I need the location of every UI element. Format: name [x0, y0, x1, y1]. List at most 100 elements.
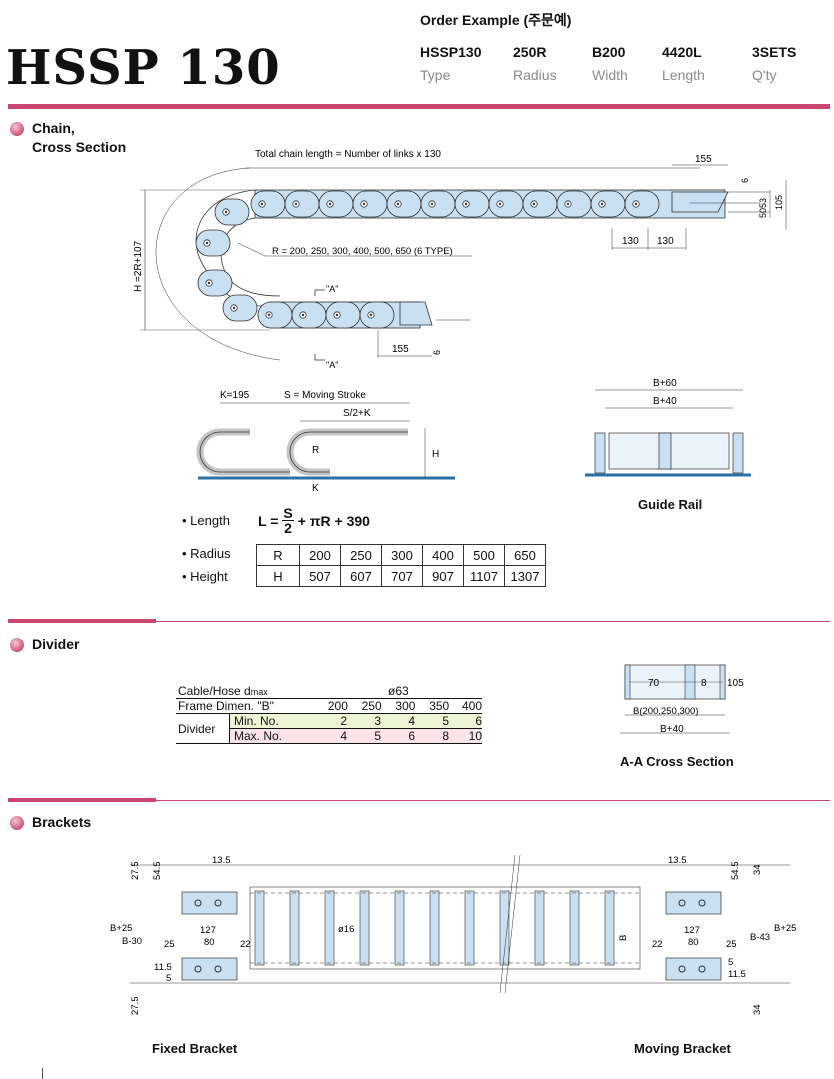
aa-d70: 70	[648, 678, 660, 689]
table-cell: R	[256, 544, 300, 566]
bk-275-top: 27.5	[130, 862, 141, 881]
min-label: Min. No.	[234, 714, 279, 728]
table-cell: 300	[381, 544, 423, 566]
order-type-label: Type	[420, 67, 451, 83]
bk-b: B	[618, 935, 629, 941]
section-a-top: "A"	[326, 284, 338, 294]
section-bullet-icon	[10, 638, 24, 652]
aa-d8: 8	[701, 678, 707, 689]
brackets-section-title: Brackets	[32, 814, 92, 830]
chain-side-view-drawing: Total chain length = Number of links x 1…	[0, 140, 834, 375]
order-radius-value: 250R	[513, 44, 547, 60]
dim-5053: 5053	[758, 198, 768, 218]
aa-b40: B+40	[660, 724, 684, 735]
table-cell: 200	[299, 544, 341, 566]
chain-section-title: Chain, Cross Section	[32, 119, 126, 157]
table-cell: H	[256, 565, 300, 587]
formula-rest: + πR + 390	[297, 512, 370, 529]
radius-row: R 200 250 300 400 500 650	[256, 544, 546, 566]
bk-b25: B+25	[110, 923, 132, 934]
radius-label: • Radius	[182, 546, 231, 561]
bk-r-115: 11.5	[728, 969, 746, 980]
bk-b30: B-30	[122, 936, 142, 947]
radius-height-table: R 200 250 300 400 500 650 H 507 607 707 …	[256, 544, 546, 587]
divider-rule	[8, 621, 830, 622]
dim-6-top: 6	[740, 178, 750, 183]
max-cell: 8	[442, 729, 449, 743]
section-a-bot: "A"	[326, 360, 338, 370]
aa-d105: 105	[727, 678, 744, 689]
formula-num: S	[282, 505, 294, 521]
length-label: • Length	[182, 513, 230, 528]
bk-135: 13.5	[212, 855, 231, 866]
table-cell: 400	[422, 544, 464, 566]
max-label: Max. No.	[234, 729, 283, 743]
k-label: K	[312, 483, 319, 494]
section-bullet-icon	[10, 122, 24, 136]
moving-stroke-drawing: K=195 S = Moving Stroke S/2+K R H K	[180, 385, 460, 500]
bk-r-25: 25	[726, 939, 737, 950]
bk-r-127: 127	[684, 925, 700, 936]
cable-row: Cable/Hose dmax ø63	[176, 684, 482, 699]
height-row: H 507 607 707 907 1107 1307	[256, 565, 546, 587]
bk-phi16: ø16	[338, 924, 354, 935]
h-label: H	[432, 449, 439, 460]
table-cell: 707	[381, 565, 423, 587]
divider-table: Cable/Hose dmax ø63 Frame Dimen. "B" 200…	[176, 684, 482, 744]
formula-lhs: L =	[258, 512, 279, 529]
table-cell: 907	[422, 565, 464, 587]
radius-note-label: R = 200, 250, 300, 400, 500, 650 (6 TYPE…	[272, 246, 453, 257]
h-dimension-label: H =2R+107	[133, 240, 144, 292]
max-cell: 6	[408, 729, 415, 743]
brackets-rule	[8, 800, 830, 801]
order-qty-label: Q'ty	[752, 67, 777, 83]
frame-label: Frame Dimen. "B"	[178, 699, 274, 713]
divider-section-title: Divider	[32, 636, 80, 652]
table-cell: 250	[340, 544, 382, 566]
total-length-label: Total chain length = Number of links x 1…	[255, 149, 441, 160]
product-title: HSSP 130	[6, 40, 281, 96]
aa-b-range: B(200,250,300)	[633, 706, 699, 717]
max-row: Max. No. 4 5 6 8 10	[230, 729, 482, 743]
section-bullet-icon	[10, 816, 24, 830]
max-cell: 5	[374, 729, 381, 743]
length-formula: L = S 2 + πR + 390	[258, 506, 370, 535]
frame-cell: 350	[429, 699, 450, 713]
cable-value: ø63	[388, 684, 409, 698]
bk-80: 80	[204, 937, 215, 948]
guide-rail-caption: Guide Rail	[638, 497, 703, 512]
bk-22: 22	[240, 939, 251, 950]
order-width-value: B200	[592, 44, 626, 60]
cable-label: Cable/Hose d	[178, 684, 251, 698]
order-type-value: HSSP130	[420, 44, 482, 60]
max-cell: 10	[468, 729, 482, 743]
max-cell: 4	[340, 729, 347, 743]
order-qty-value: 3SETS	[752, 44, 797, 60]
bk-r-22: 22	[652, 939, 663, 950]
brackets-drawing: 27.5 54.5 13.5 B+25 B-30 127 80 25 22 11…	[100, 825, 800, 1030]
bk-r-34-top: 34	[752, 864, 763, 875]
half-stroke-label: S/2+K	[343, 408, 371, 419]
bk-r-b43: B-43	[750, 932, 770, 943]
pitch-130-a: 130	[622, 236, 639, 247]
divider-label: Divider	[176, 714, 230, 743]
chain-title-line2: Cross Section	[32, 139, 127, 155]
table-cell: 607	[340, 565, 382, 587]
order-example-title: Order Example (주문예)	[420, 12, 572, 28]
bk-275-bot: 27.5	[130, 997, 141, 1016]
table-cell: 1307	[504, 565, 546, 587]
bk-r-b25: B+25	[774, 923, 796, 934]
table-cell: 1107	[463, 565, 505, 587]
frame-cell: 300	[395, 699, 416, 713]
chain-title-line1: Chain,	[32, 120, 75, 136]
dim-155-top: 155	[695, 154, 712, 165]
bk-5: 5	[166, 973, 171, 984]
cable-sub: max	[250, 687, 268, 697]
min-cell: 4	[408, 714, 415, 728]
bk-r-34-bot: 34	[752, 1004, 763, 1015]
bk-545: 54.5	[152, 862, 163, 881]
moving-stroke-label: S = Moving Stroke	[284, 390, 366, 401]
table-cell: 650	[504, 544, 546, 566]
header-rule	[8, 104, 830, 109]
order-length-value: 4420L	[662, 44, 702, 60]
